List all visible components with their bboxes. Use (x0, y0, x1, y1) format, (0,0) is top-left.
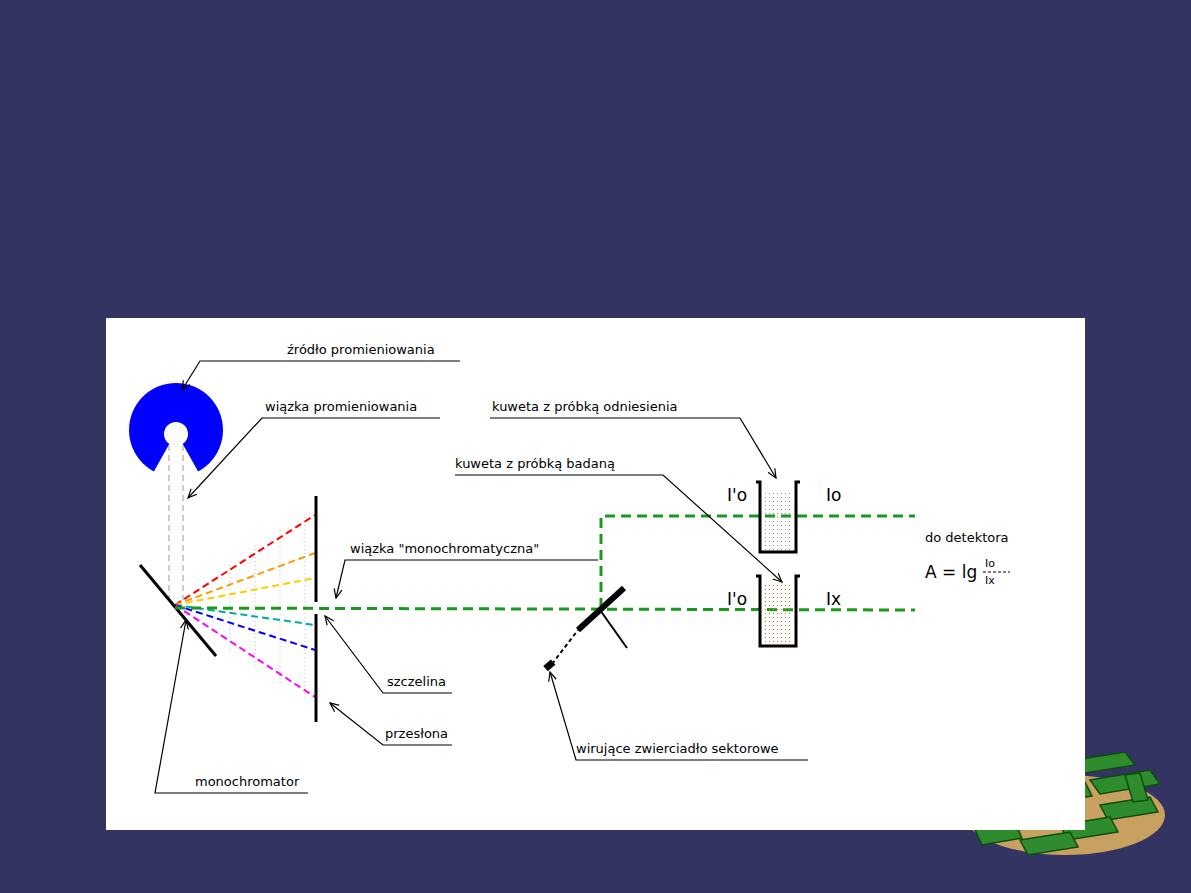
part-label: wiązka "monochromatyczna" (350, 541, 539, 556)
note-label: do detektora (925, 530, 1009, 545)
panel (106, 318, 1085, 830)
part-label: kuweta z próbką badaną (455, 456, 615, 471)
diaphragm (315, 496, 318, 722)
source-beam (169, 445, 183, 600)
part-label: wiązka promieniowania (265, 399, 417, 414)
part-label: przesłona (385, 726, 448, 741)
grating (140, 565, 216, 656)
rotating-mirror (543, 588, 627, 671)
intensity-symbol: Io (826, 486, 841, 505)
part-label: szczelina (387, 674, 446, 689)
part-label: kuweta z próbką odniesienia (492, 399, 678, 414)
formula-denominator: Ix (985, 575, 995, 587)
monochromatic-beam (175, 516, 915, 610)
intensity-symbol: I'o (727, 590, 747, 609)
dispersed-rays (175, 515, 315, 697)
part-label: monochromator (195, 774, 299, 789)
part-label: źródło promieniowania (287, 342, 435, 357)
intensity-symbol: I'o (727, 486, 747, 505)
formula-text: A = lg (925, 563, 977, 582)
reference-cuvette (756, 482, 800, 552)
formula-numerator: Io (985, 558, 995, 570)
sample-cuvette (756, 576, 800, 646)
intensity-symbol: Ix (826, 590, 841, 609)
leader-lines (155, 361, 808, 793)
part-label: wirujące zwierciadło sektorowe (576, 741, 779, 756)
fraction-line (983, 572, 1010, 573)
radiation-source (129, 383, 223, 482)
